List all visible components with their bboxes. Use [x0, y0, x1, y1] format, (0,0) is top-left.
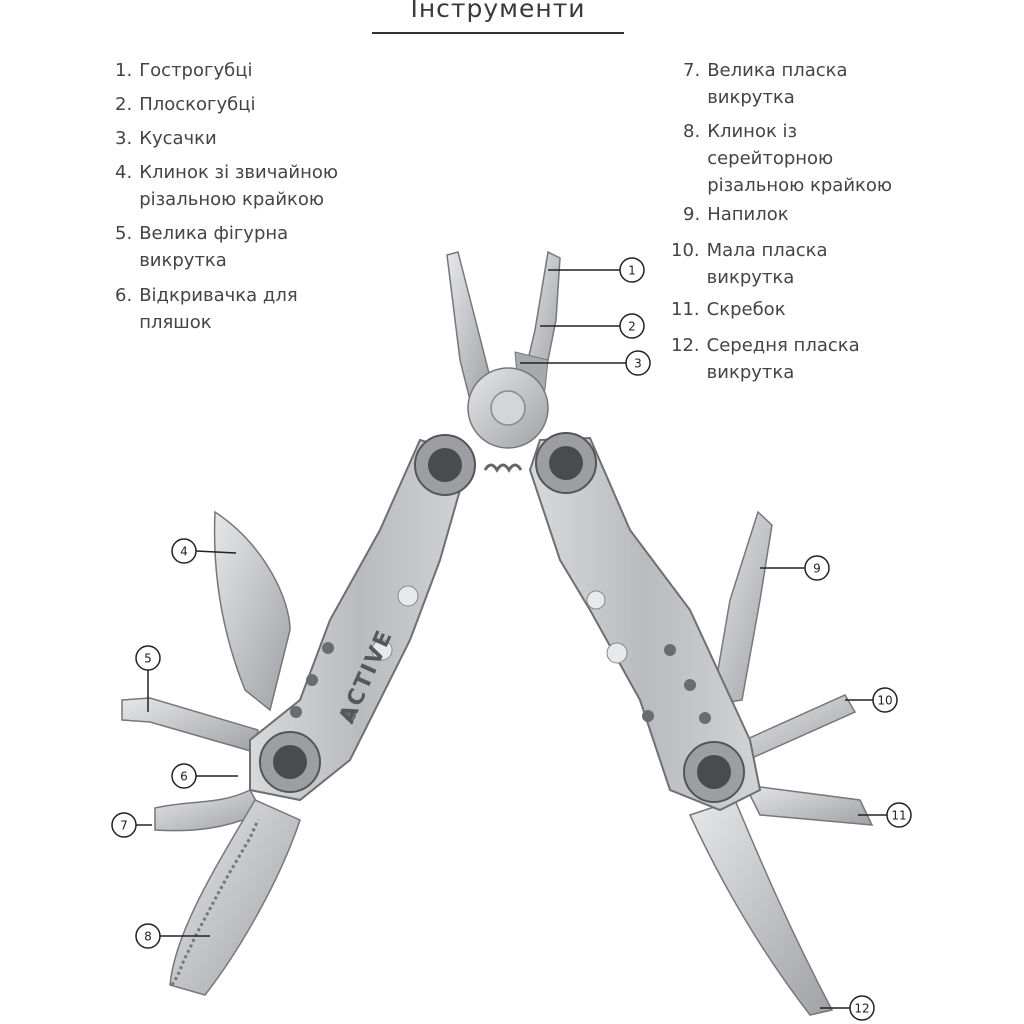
legend-item-2: 2. Плоскогубці — [115, 91, 255, 118]
callout-marker-3 — [625, 350, 651, 376]
legend-number: 1. — [115, 60, 133, 81]
callout-marker-11 — [886, 802, 912, 828]
legend-number: 11. — [671, 299, 700, 320]
callout-marker-6 — [171, 763, 197, 789]
callout-number-4: 4 — [180, 545, 188, 559]
callout-number-1: 1 — [628, 264, 636, 278]
legend-label: Плоскогубці — [139, 94, 256, 115]
legend-number: 12. — [671, 335, 700, 356]
callouts — [136, 269, 887, 1009]
right-tools — [688, 510, 874, 1016]
callout-number-9: 9 — [813, 562, 821, 576]
legend-item-6: 6. Відкривачка для пляшок — [115, 282, 298, 336]
callout-marker-8 — [135, 923, 161, 949]
legend-number: 2. — [115, 94, 133, 115]
legend-item-11: 11. Скребок — [671, 296, 786, 323]
right-handle — [528, 432, 762, 812]
legend-label: Клинок із серейторною різальною крайкою — [707, 121, 893, 196]
legend-item-7: 7. Велика пласка викрутка — [683, 57, 848, 111]
callout-marker-12 — [849, 995, 875, 1021]
legend-label: Кусачки — [139, 128, 217, 149]
callout-marker-5 — [135, 645, 161, 671]
callout-number-7: 7 — [120, 819, 128, 833]
callout-number-8: 8 — [144, 930, 152, 944]
legend-label: Велика пласка викрутка — [707, 60, 848, 108]
legend-number: 9. — [683, 204, 701, 225]
callout-number-12: 12 — [854, 1002, 869, 1016]
legend-number: 10. — [671, 240, 700, 261]
legend-label: Велика фігурна викрутка — [139, 223, 289, 271]
legend-item-10: 10. Мала пласка викрутка — [671, 237, 828, 291]
legend-label: Середня пласка викрутка — [706, 335, 860, 383]
legend-number: 8. — [683, 121, 701, 142]
legend-label: Гострогубці — [139, 60, 253, 81]
legend-label: Скребок — [706, 299, 786, 320]
legend-label: Відкривачка для пляшок — [139, 285, 298, 333]
legend-number: 7. — [683, 60, 701, 81]
title-underline — [372, 32, 624, 34]
callout-number-6: 6 — [180, 770, 188, 784]
legend-item-3: 3. Кусачки — [115, 125, 217, 152]
legend-item-4: 4. Клинок зі звичайною різальною крайкою — [115, 159, 338, 213]
callout-number-2: 2 — [628, 320, 636, 334]
callout-number-11: 11 — [891, 809, 906, 823]
callout-number-3: 3 — [634, 357, 642, 371]
callout-marker-2 — [619, 313, 645, 339]
legend-item-8: 8. Клинок із серейторною різальною крайк… — [683, 118, 892, 199]
legend-number: 3. — [115, 128, 133, 149]
legend-item-1: 1. Гострогубці — [115, 57, 252, 84]
callout-marker-9 — [804, 555, 830, 581]
callout-marker-1 — [619, 257, 645, 283]
page-title: Інструменти — [410, 0, 586, 23]
callout-number-5: 5 — [144, 652, 152, 666]
legend-number: 5. — [115, 223, 133, 244]
callout-marker-7 — [111, 812, 137, 838]
legend-label: Мала пласка викрутка — [706, 240, 828, 288]
legend-number: 6. — [115, 285, 133, 306]
callout-marker-4 — [171, 538, 197, 564]
legend-item-5: 5. Велика фігурна викрутка — [115, 220, 288, 274]
left-tools — [121, 510, 301, 996]
legend-number: 4. — [115, 162, 133, 183]
legend-item-9: 9. Напилок — [683, 201, 789, 228]
callout-marker-10 — [872, 687, 898, 713]
legend-item-12: 12. Середня пласка викрутка — [671, 332, 860, 386]
callout-markers: 1 2 3 4 5 6 7 8 9 10 11 12 — [111, 257, 912, 1021]
legend-label: Напилок — [707, 204, 789, 225]
callout-number-10: 10 — [877, 694, 892, 708]
legend-label: Клинок зі звичайною різальною крайкою — [139, 162, 339, 210]
pliers-jaws — [446, 250, 561, 473]
